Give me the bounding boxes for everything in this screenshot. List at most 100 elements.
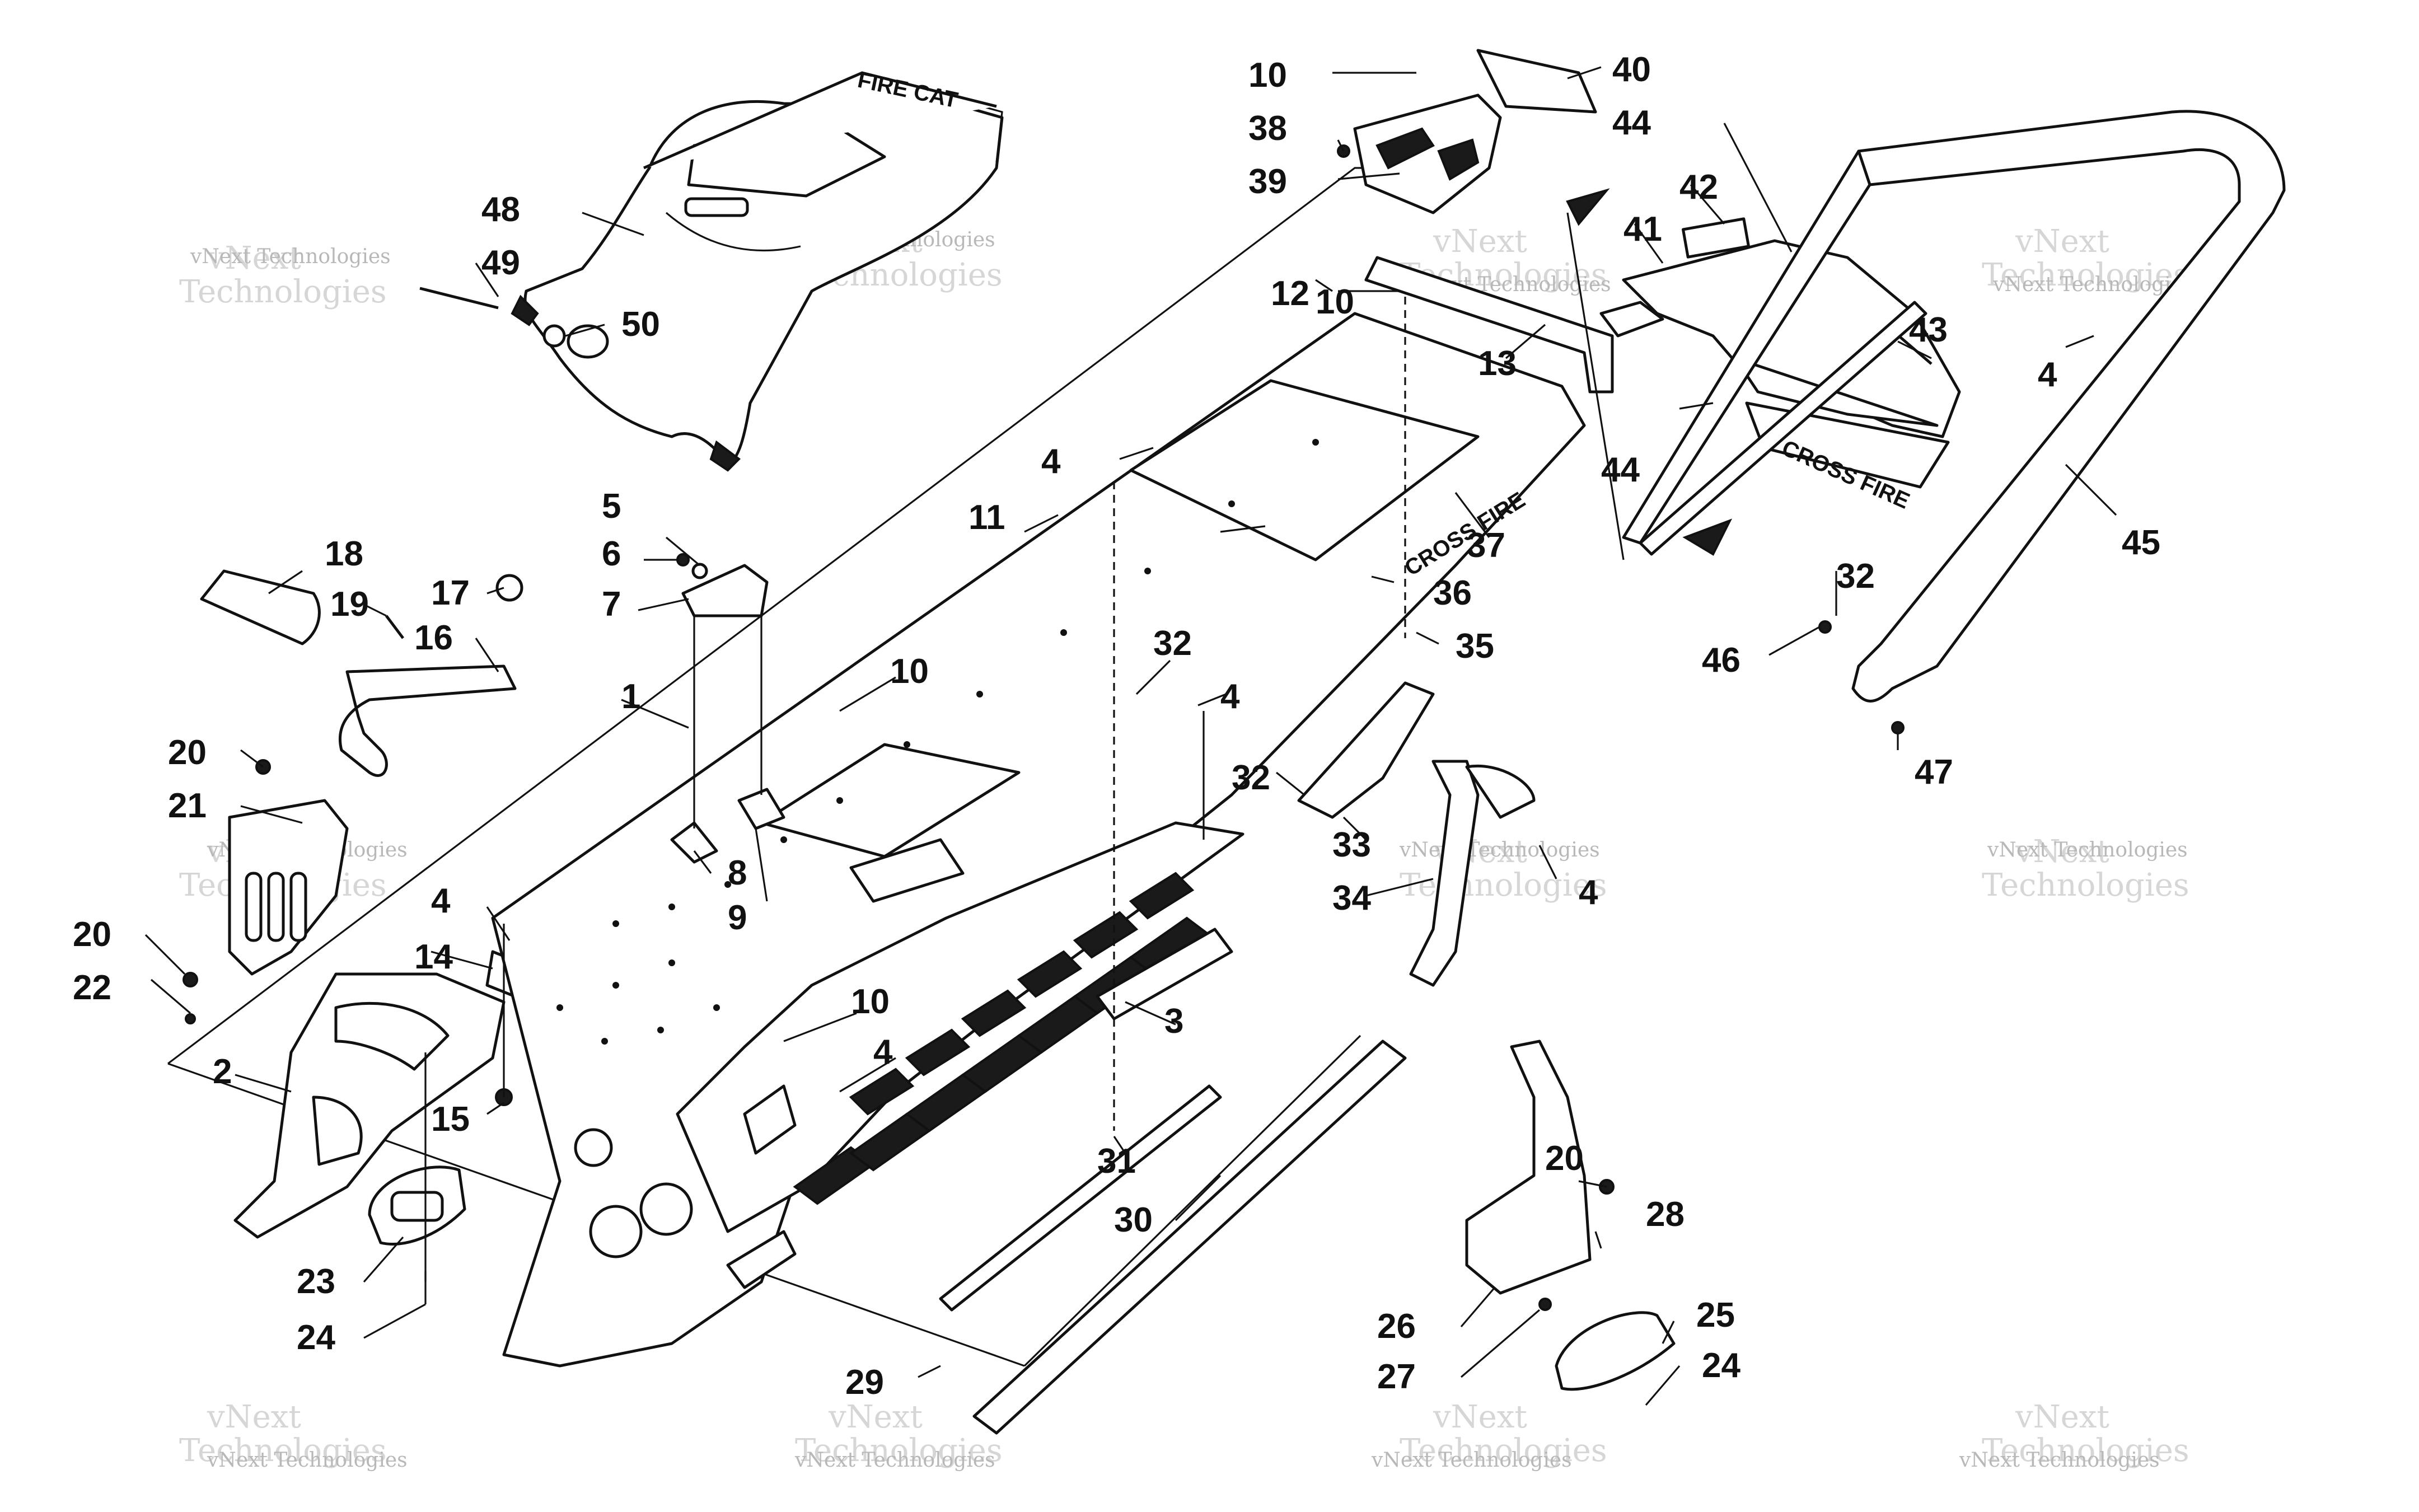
pin-49 xyxy=(419,287,499,310)
callout-27: 27 xyxy=(1377,1357,1416,1396)
rail-30 xyxy=(972,1040,1407,1435)
washer-6 xyxy=(676,553,690,567)
screw-22 xyxy=(185,1013,196,1024)
callout-4: 4 xyxy=(873,1033,893,1071)
bumper-bar-45 xyxy=(1622,110,2286,703)
screw-5 xyxy=(691,563,708,579)
callout-9: 9 xyxy=(728,898,747,937)
callout-47: 47 xyxy=(1915,753,1953,792)
callout-14: 14 xyxy=(414,938,453,976)
svg-text:vNext: vNext xyxy=(828,1399,923,1435)
callout-41: 41 xyxy=(1623,210,1662,249)
lens-40 xyxy=(1476,49,1597,114)
svg-text:vNext Technologies: vNext Technologies xyxy=(1992,273,2193,296)
callout-45: 45 xyxy=(2122,523,2160,562)
callout-40: 40 xyxy=(1612,50,1651,89)
callout-18: 18 xyxy=(325,535,363,573)
cover-18 xyxy=(200,569,321,645)
bolt-46 xyxy=(1818,620,1832,634)
clip-20 xyxy=(183,972,198,987)
callout-5: 5 xyxy=(602,487,621,526)
callout-25: 25 xyxy=(1696,1296,1735,1335)
callout-19: 19 xyxy=(330,585,369,624)
callout-4: 4 xyxy=(1041,442,1061,481)
svg-text:Technologies: Technologies xyxy=(179,1433,387,1469)
callout-37: 37 xyxy=(1467,526,1505,565)
callout-11: 11 xyxy=(968,498,1005,537)
svg-text:Technologies: Technologies xyxy=(1982,1433,2189,1469)
callout-3: 3 xyxy=(1164,1002,1183,1041)
callout-4: 4 xyxy=(1220,677,1240,716)
callout-44: 44 xyxy=(1612,104,1651,142)
callout-36: 36 xyxy=(1433,574,1472,612)
callout-22: 22 xyxy=(73,968,111,1007)
svg-text:Technologies: Technologies xyxy=(795,1433,1003,1469)
svg-text:vNext: vNext xyxy=(2015,223,2109,260)
svg-text:vNext: vNext xyxy=(2015,1399,2109,1435)
callout-10: 10 xyxy=(890,652,929,691)
side-guard-26 xyxy=(1465,1040,1592,1295)
callout-20: 20 xyxy=(73,915,111,954)
callout-10: 10 xyxy=(851,982,890,1021)
bracket-13 xyxy=(1364,256,1614,394)
watermark-8: vNext Technologies vNext Technologies xyxy=(1982,834,2189,904)
seat: FIRE CAT xyxy=(511,68,1004,472)
callout-15: 15 xyxy=(431,1100,470,1139)
callout-20: 20 xyxy=(168,733,207,772)
svg-text:vNext Technologies: vNext Technologies xyxy=(1959,1449,2160,1472)
callout-26: 26 xyxy=(1377,1307,1416,1346)
svg-text:vNext Technologies: vNext Technologies xyxy=(1399,839,1600,862)
callout-38: 38 xyxy=(1248,109,1287,148)
callout-32: 32 xyxy=(1232,759,1270,797)
watermark-9: vNext Technologies vNext Technologies xyxy=(179,1399,408,1472)
callout-34: 34 xyxy=(1332,879,1371,918)
callout-6: 6 xyxy=(602,535,621,573)
callout-35: 35 xyxy=(1456,627,1494,666)
callout-1: 1 xyxy=(621,677,640,716)
svg-text:vNext Technologies: vNext Technologies xyxy=(1371,1449,1572,1472)
rail-31 xyxy=(939,1084,1222,1312)
reflector-42 xyxy=(1681,217,1751,259)
callout-16: 16 xyxy=(414,619,453,657)
svg-text:vNext Technologies: vNext Technologies xyxy=(794,1449,995,1472)
side-panel-33 xyxy=(1297,681,1435,819)
svg-text:vNext Technologies: vNext Technologies xyxy=(190,245,391,268)
plate-9 xyxy=(737,788,785,830)
svg-text:Technologies: Technologies xyxy=(179,274,387,310)
callout-2: 2 xyxy=(213,1052,232,1091)
rear-flap-25 xyxy=(1555,1311,1676,1391)
watermark-11: vNext Technologies vNext Technologies xyxy=(1371,1399,1607,1472)
callout-13: 13 xyxy=(1478,344,1517,383)
tunnel-1: CROSS FIRE xyxy=(491,312,1586,1368)
svg-text:vNext: vNext xyxy=(207,240,301,277)
svg-text:vNext: vNext xyxy=(1433,1399,1527,1435)
callout-17: 17 xyxy=(431,574,470,612)
callout-28: 28 xyxy=(1646,1195,1685,1234)
svg-text:Technologies: Technologies xyxy=(1400,867,1607,904)
callout-32: 32 xyxy=(1153,624,1192,663)
callout-12: 12 xyxy=(1271,274,1309,313)
nut-47 xyxy=(1891,721,1905,734)
callout-31: 31 xyxy=(1097,1142,1136,1181)
callout-24: 24 xyxy=(297,1318,335,1357)
callout-29: 29 xyxy=(845,1363,884,1402)
callout-50: 50 xyxy=(621,305,660,344)
callout-4: 4 xyxy=(1579,873,1598,912)
callout-24: 24 xyxy=(1702,1346,1740,1385)
screw-27 xyxy=(1538,1298,1552,1311)
bracket-34-end xyxy=(1465,765,1536,819)
callout-42: 42 xyxy=(1679,168,1718,207)
callout-44: 44 xyxy=(1601,451,1640,489)
nut-50 xyxy=(542,324,566,348)
callout-33: 33 xyxy=(1332,826,1371,864)
svg-text:Technologies: Technologies xyxy=(1982,867,2189,904)
callout-23: 23 xyxy=(297,1262,335,1301)
bolt-19 xyxy=(385,615,404,639)
callout-labels: 1 2 3 4 4 4 4 4 4 5 6 7 8 9 10 10 10 10 … xyxy=(73,50,2160,1402)
watermark-1: vNext Technologies vNext Technologies xyxy=(179,240,391,310)
svg-text:Technologies: Technologies xyxy=(1982,257,2189,293)
bracket-21-slots xyxy=(245,872,307,942)
callout-43: 43 xyxy=(1909,311,1948,349)
grommet-50 xyxy=(567,324,609,359)
